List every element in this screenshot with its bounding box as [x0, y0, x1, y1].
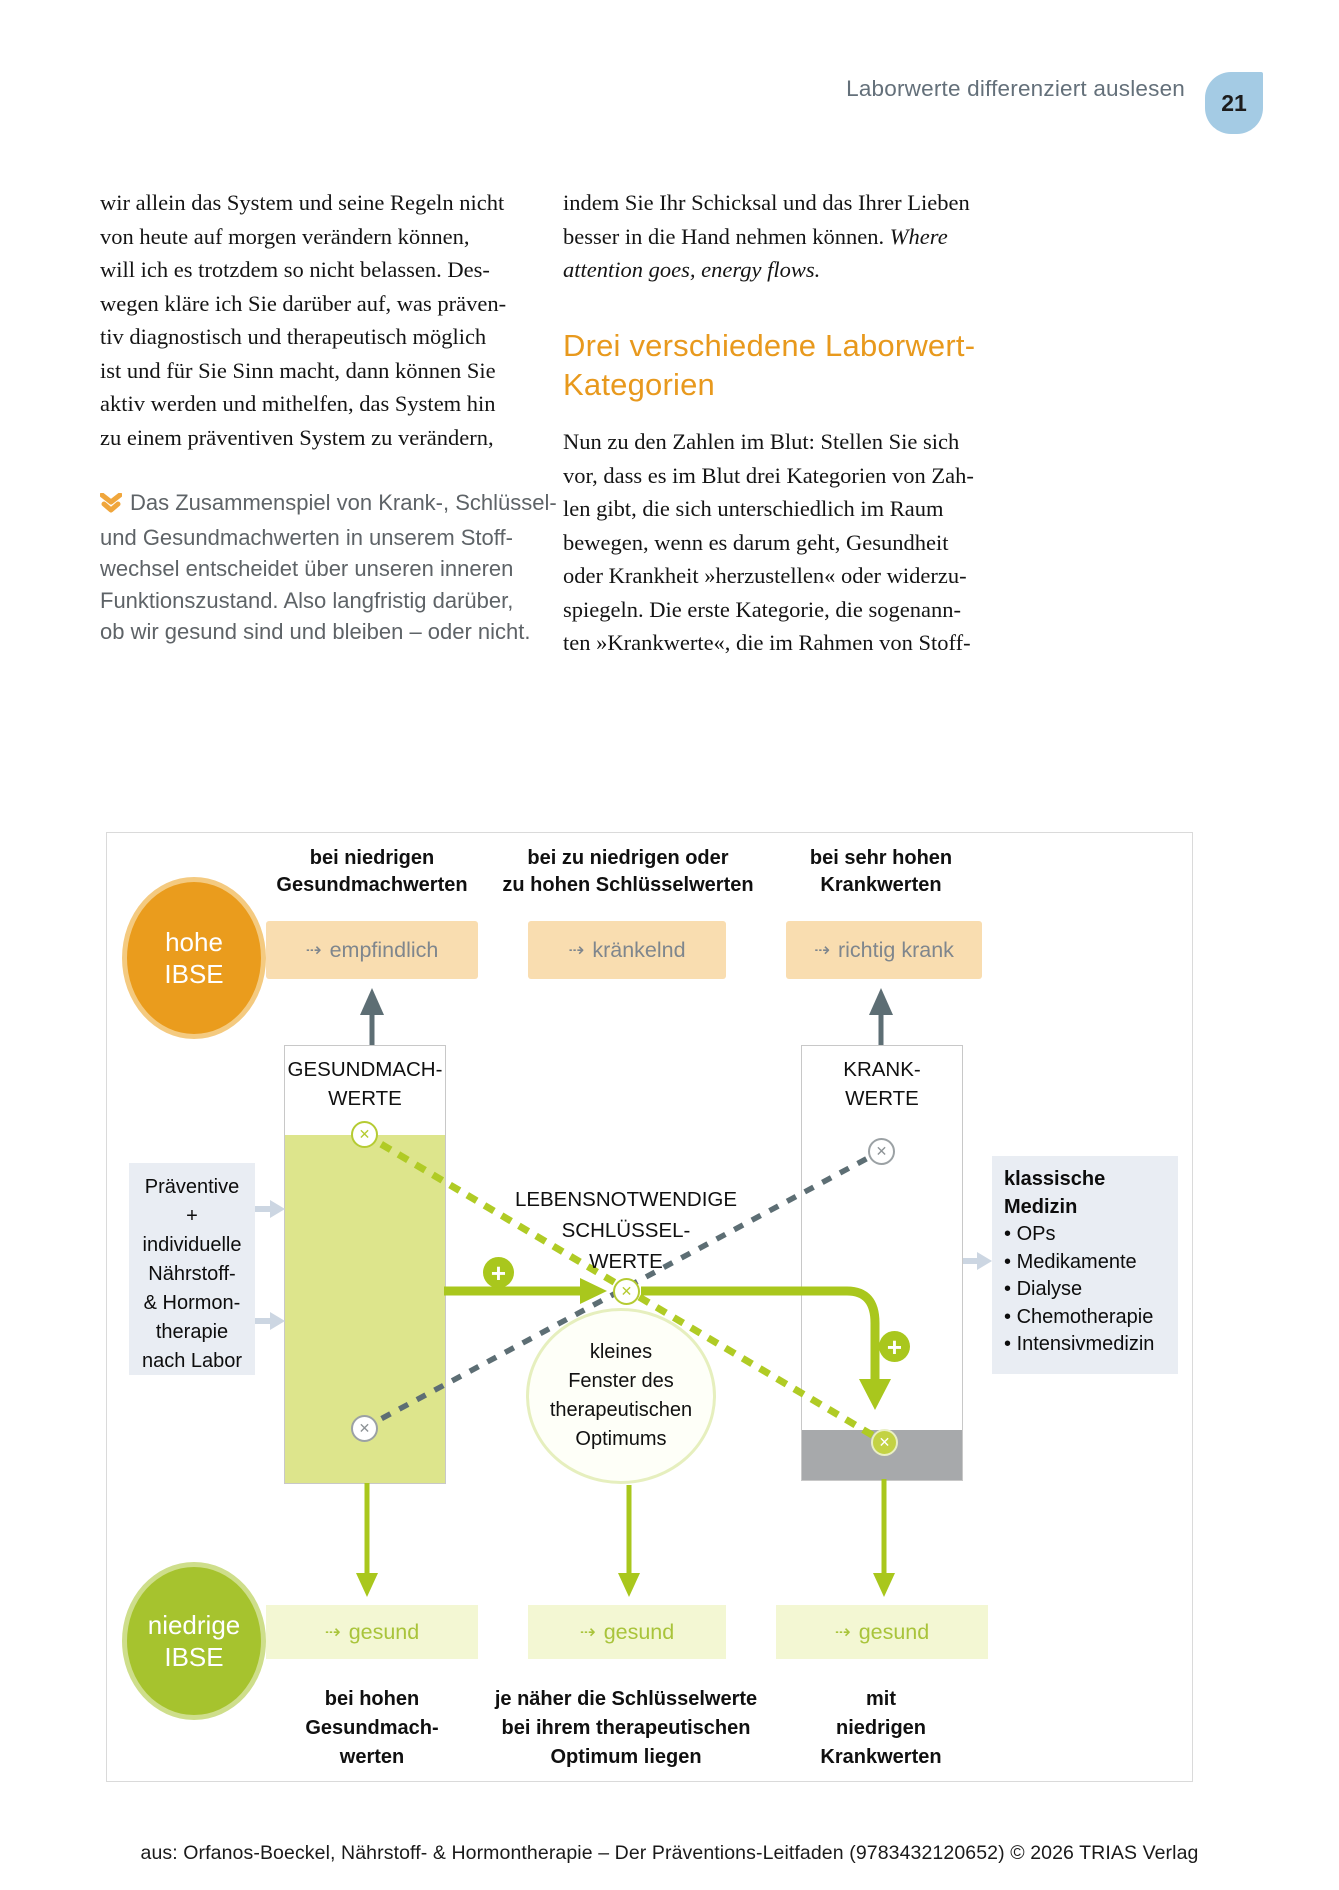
caption-gesund-2: je näher die Schlüsselwerte bei ihrem th… [494, 1688, 758, 1768]
caption-gesund-1: bei hohen Gesundmach- werten [305, 1688, 439, 1768]
right-paragraph-lead: indem Sie Ihr Schicksal und das Ihrer Li… [563, 190, 970, 249]
dashed-arrow-icon: ⇢ [568, 939, 585, 961]
plus-circle-icon: + [483, 1257, 514, 1288]
list-item: Dialyse [1004, 1276, 1166, 1304]
therapeutisches-optimum-ellipse: kleines Fenster des therapeutischen Opti… [526, 1308, 716, 1484]
klassische-medizin-title: klassische Medizin [1004, 1168, 1106, 1218]
crossed-circle-icon: ✕ [871, 1429, 898, 1456]
gesundmachwerte-title: GESUNDMACH- WERTE [287, 1058, 443, 1110]
note-text: Das Zusammenspiel von Krank-, Schlüssel-… [100, 490, 557, 644]
status-label: richtig krank [838, 937, 954, 962]
list-item: Medikamente [1004, 1249, 1166, 1277]
schluesselwerte-title-text: LEBENSNOTWENDIGE SCHLÜSSEL- WERTE [514, 1188, 738, 1273]
status-box-richtig-krank: ⇢ richtig krank [786, 921, 982, 979]
crossed-circle-icon: ✕ [351, 1415, 378, 1442]
page-number: 21 [1221, 89, 1247, 116]
caption-krankwerte-high: bei sehr hohen Krankwerten [809, 847, 953, 896]
right-paragraph-2: Nun zu den Zahlen im Blut: Stellen Sie s… [563, 429, 974, 655]
list-item: Chemotherapie [1004, 1304, 1166, 1332]
gesund-box-2: ⇢ gesund [528, 1605, 726, 1659]
dashed-arrow-icon: ⇢ [579, 1621, 596, 1643]
laborwert-diagram: bei niedrigen Gesundmachwerten bei zu ni… [106, 832, 1193, 1782]
klassische-medizin-box: klassische Medizin OPs Medikamente Dialy… [992, 1156, 1178, 1374]
note-chevron-icon [99, 490, 123, 522]
gesund-box-3: ⇢ gesund [776, 1605, 988, 1659]
praeventive-therapie-box: Präventive + individuelle Nährstoff- & H… [129, 1163, 255, 1375]
right-paragraph-italic: Where attention goes, energy flows. [563, 223, 948, 283]
dashed-arrow-icon: ⇢ [814, 939, 830, 961]
status-label: empfindlich [329, 937, 439, 962]
gesund-box-1: ⇢ gesund [266, 1605, 478, 1659]
gesund-label: gesund [858, 1619, 930, 1644]
source-credit: aus: Orfanos-Boeckel, Nährstoff- & Hormo… [140, 1842, 1199, 1864]
crossed-circle-icon: ✕ [613, 1278, 640, 1305]
krankwerte-title: KRANK- WERTE [843, 1058, 921, 1110]
hohe-ibse-circle: hohe IBSE [122, 877, 266, 1039]
caption-schluesselwerte-off: bei zu niedrigen oder zu hohen Schlüssel… [502, 847, 754, 896]
caption-gesundmachwerte-low: bei niedrigen Gesundmachwerten [276, 847, 468, 896]
schluesselwerte-title: LEBENSNOTWENDIGE SCHLÜSSEL- WERTE [511, 1184, 741, 1277]
status-box-empfindlich: ⇢ empfindlich [266, 921, 478, 979]
dashed-arrow-icon: ⇢ [834, 1621, 851, 1643]
dashed-arrow-icon: ⇢ [305, 939, 322, 961]
note-block: Das Zusammenspiel von Krank-, Schlüssel-… [99, 487, 575, 648]
page-header-title: Laborwerte differenziert auslesen [846, 76, 1185, 101]
niedrige-ibse-circle: niedrige IBSE [122, 1562, 266, 1720]
plus-circle-icon: + [879, 1331, 910, 1362]
status-label: kränkelnd [592, 937, 686, 962]
crossed-circle-icon: ✕ [868, 1138, 895, 1165]
page-number-badge: 21 [1205, 72, 1263, 134]
list-item: OPs [1004, 1221, 1166, 1249]
right-paragraph-1: indem Sie Ihr Schicksal und das Ihrer Li… [563, 186, 1038, 287]
status-box-kraenkelnd: ⇢ kränkelnd [528, 921, 726, 979]
gesund-label: gesund [348, 1619, 420, 1644]
section-heading: Drei verschiedene Laborwert- Kategorien [563, 328, 976, 402]
crossed-circle-icon: ✕ [351, 1121, 378, 1148]
gesund-label: gesund [603, 1619, 675, 1644]
list-item: Intensivmedizin [1004, 1331, 1166, 1359]
dashed-arrow-icon: ⇢ [324, 1621, 341, 1643]
caption-gesund-3: mit niedrigen Krankwerten [820, 1688, 942, 1768]
left-paragraph: wir allein das System und seine Regeln n… [100, 190, 507, 450]
